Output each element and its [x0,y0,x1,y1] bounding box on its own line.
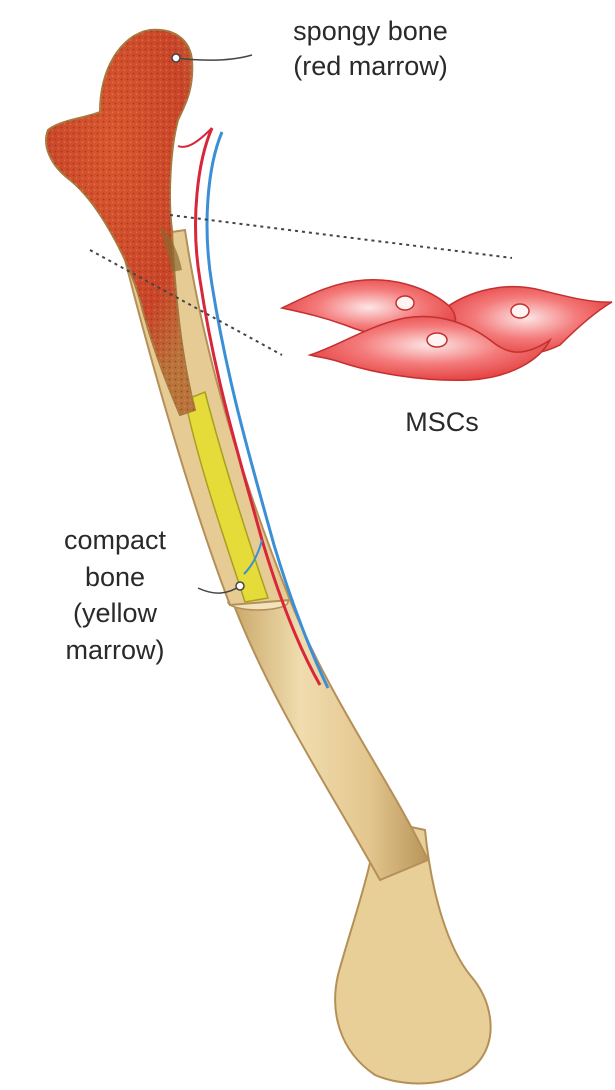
mscs-label: MSCs [372,405,512,440]
msc-cells [282,280,612,380]
spongy-leader-dot [172,54,180,62]
zoom-line-top [170,215,512,258]
compact-leader-dot [236,582,244,590]
msc-cell-bottom-nucleus [427,333,447,347]
spongy-bone-texture [46,30,195,415]
msc-cell-left-nucleus [396,296,414,310]
bone-lower-shaft [232,600,428,880]
compact-bone-label: compact bone (yellow marrow) [30,522,200,669]
msc-cell-right-nucleus [511,304,529,318]
spongy-bone-label: spongy bone (red marrow) [258,14,483,84]
